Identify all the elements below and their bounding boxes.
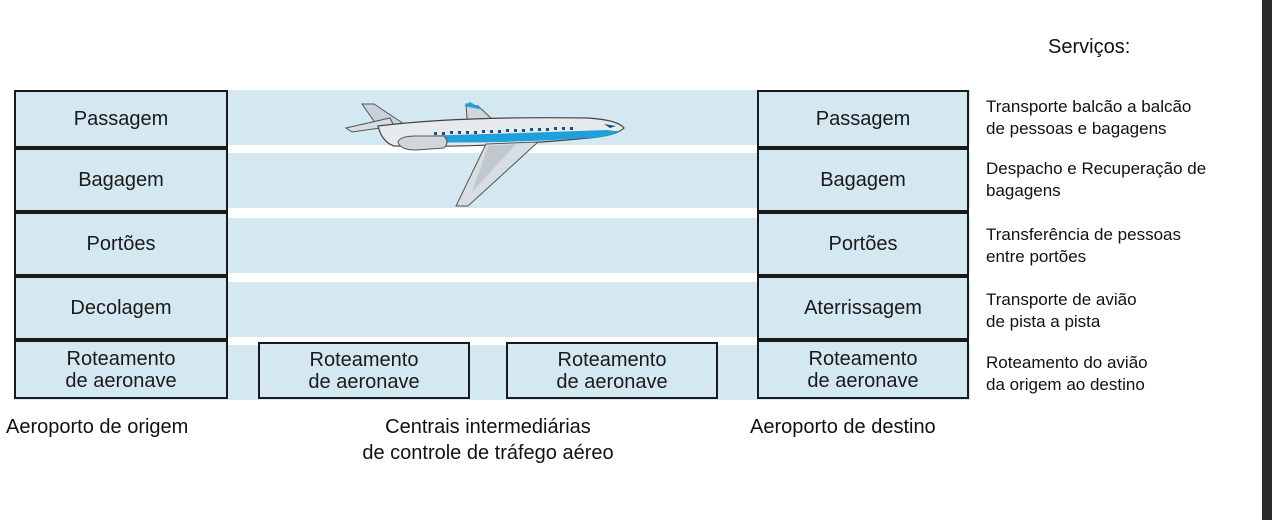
origin-layer-bagagem: Bagagem xyxy=(14,148,228,212)
destination-routing-line-1: Roteamento xyxy=(808,347,918,370)
intermediate-caption-line-1: Centrais intermediárias xyxy=(385,416,591,438)
intermediate-routing-2: Roteamento de aeronave xyxy=(506,342,718,399)
origin-caption: Aeroporto de origem xyxy=(6,416,189,438)
service-passagem-line-1: Transporte balcão a balcão xyxy=(986,97,1192,116)
destination-layer-bagagem: Bagagem xyxy=(757,148,969,212)
service-pista-line-2: de pista a pista xyxy=(986,312,1101,331)
service-pista: Transporte de avião de pista a pista xyxy=(986,289,1137,333)
origin-layer-decolagem: Decolagem xyxy=(14,276,228,340)
destination-layer-roteamento: Roteamento de aeronave xyxy=(757,340,969,399)
service-roteamento-line-2: da origem ao destino xyxy=(986,375,1145,394)
service-pista-line-1: Transporte de avião xyxy=(986,290,1137,309)
intermediate-caption-line-2: de controle de tráfego aéreo xyxy=(362,442,614,464)
service-portoes: Transferência de pessoas entre portões xyxy=(986,224,1181,268)
service-portoes-line-2: entre portões xyxy=(986,247,1087,266)
destination-layer-passagem: Passagem xyxy=(757,90,969,148)
airplane-icon xyxy=(344,102,625,207)
intermediate-routing-2-line-1: Roteamento xyxy=(557,348,667,371)
service-passagem-line-2: de pessoas e bagagens xyxy=(986,119,1167,138)
intermediate-routing-1-line-2: de aeronave xyxy=(308,370,420,393)
service-roteamento: Roteamento do avião da origem ao destino xyxy=(986,352,1148,396)
window-edge xyxy=(1262,0,1272,520)
destination-routing-line-2: de aeronave xyxy=(807,369,919,392)
service-bagagem-line-1: Despacho e Recuperação de xyxy=(986,159,1207,178)
destination-layer-aterrissagem: Aterrissagem xyxy=(757,276,969,340)
origin-layer-roteamento: Roteamento de aeronave xyxy=(14,340,228,399)
intermediate-routing-1-line-1: Roteamento xyxy=(309,348,419,371)
origin-layer-passagem: Passagem xyxy=(14,90,228,148)
intermediate-routing-2-line-2: de aeronave xyxy=(556,370,668,393)
destination-layer-portoes: Portões xyxy=(757,212,969,276)
origin-layer-portoes: Portões xyxy=(14,212,228,276)
service-bagagem: Despacho e Recuperação de bagagens xyxy=(986,158,1206,202)
services-title: Serviços: xyxy=(1048,36,1131,58)
origin-routing-line-1: Roteamento xyxy=(66,347,176,370)
intermediate-routing-1: Roteamento de aeronave xyxy=(258,342,470,399)
destination-caption: Aeroporto de destino xyxy=(750,416,936,438)
intermediate-caption: Centrais intermediárias de controle de t… xyxy=(318,414,658,466)
service-portoes-line-1: Transferência de pessoas xyxy=(986,225,1181,244)
service-roteamento-line-1: Roteamento do avião xyxy=(986,353,1148,372)
service-bagagem-line-2: bagagens xyxy=(986,181,1061,200)
origin-routing-line-2: de aeronave xyxy=(65,369,177,392)
service-passagem: Transporte balcão a balcão de pessoas e … xyxy=(986,96,1191,140)
